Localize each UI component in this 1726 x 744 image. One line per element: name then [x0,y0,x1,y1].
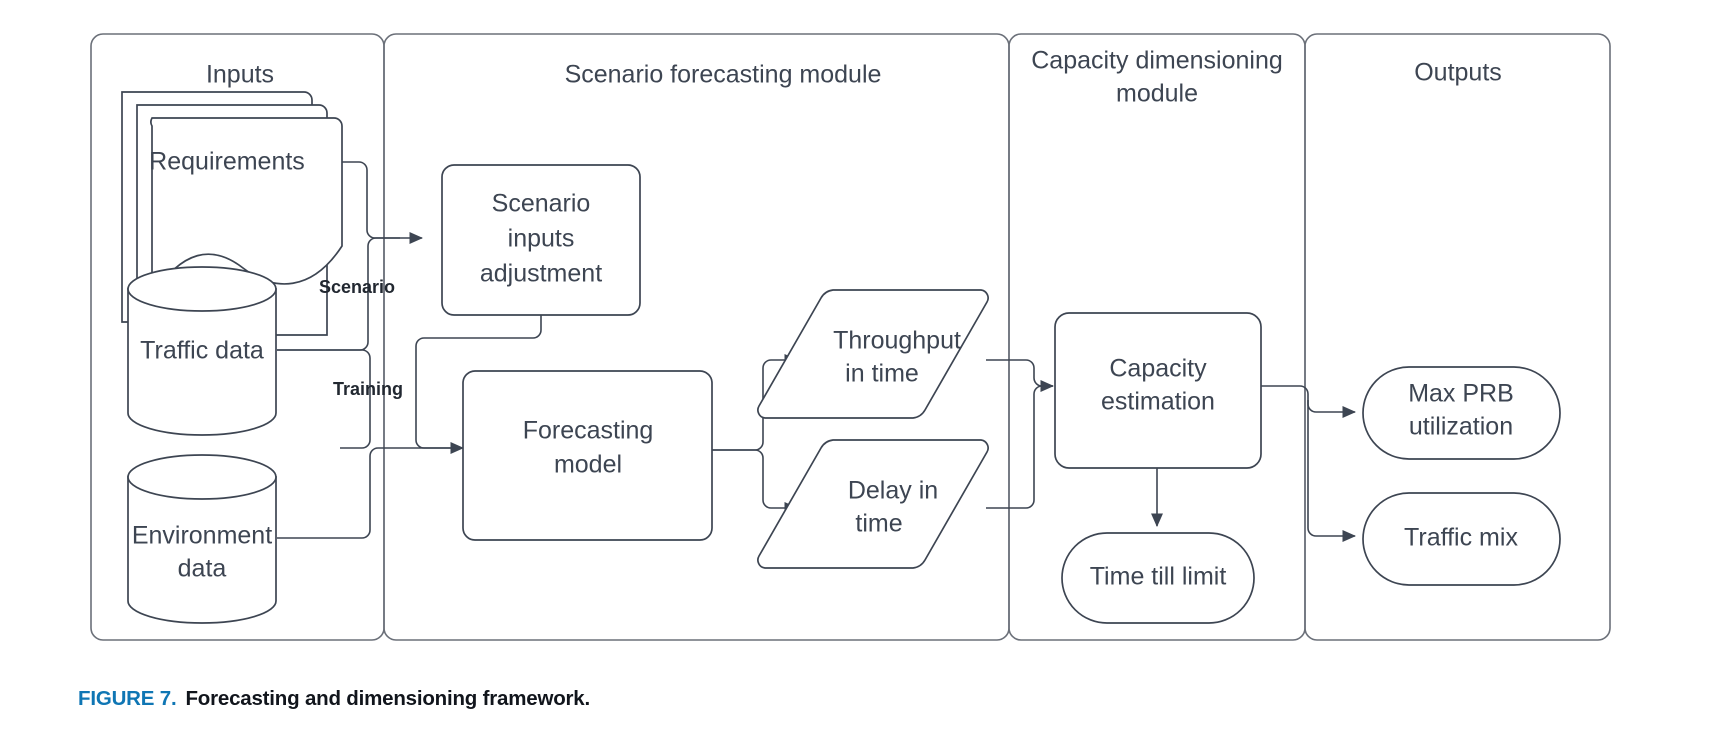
panel-scenario-forecasting: Scenario forecasting module [383,33,1010,641]
node-forecasting-model-label-line1: Forecasting [523,417,654,445]
node-delay-in-time-label-line2: time [855,510,902,538]
node-scenario-inputs-adjustment-label-line2: inputs [508,225,575,253]
node-delay-in-time-label-line1: Delay in [848,477,938,505]
node-traffic-mix-label: Traffic mix [1404,524,1518,552]
node-scenario-inputs-adjustment-label-line3: adjustment [480,260,602,288]
framework-diagram: Inputs Scenario forecasting module Capac… [90,33,1611,641]
node-requirements-label: Requirements [149,148,305,176]
edge-traffic-to-training [277,349,371,449]
panel-capacity-dimensioning: Capacity dimensioning module [1008,33,1306,641]
edge-forecasting-to-delay [712,449,799,514]
node-scenario-inputs-adjustment-label-line1: Scenario [492,190,591,218]
node-forecasting-model-label-line2: model [554,451,622,479]
edge-scenario-adjustment-to-forecasting [415,314,542,449]
node-throughput-in-time[interactable]: Throughput in time [757,289,989,419]
node-environment-data-label-line1: Environment [132,522,272,550]
edge-requirements-to-scenario [316,161,424,244]
node-time-till-limit-label: Time till limit [1090,563,1227,591]
node-capacity-estimation-label-line1: Capacity [1109,355,1207,383]
node-time-till-limit[interactable]: Time till limit [1061,532,1255,624]
node-environment-data[interactable]: Environment data [127,454,277,624]
edge-label-training: Training [333,379,403,399]
node-traffic-mix[interactable]: Traffic mix [1362,492,1561,586]
node-capacity-estimation-label-line2: estimation [1101,388,1215,416]
node-traffic-data[interactable]: Traffic data [127,266,277,436]
panel-capacity-dimensioning-title-line2: module [1116,80,1198,108]
node-delay-in-time[interactable]: Delay in time [757,439,989,569]
panel-inputs-title: Inputs [206,61,274,89]
figure-caption: FIGURE 7. Forecasting and dimensioning fr… [78,687,590,711]
panel-outputs: Outputs [1304,33,1611,641]
node-traffic-data-label: Traffic data [140,337,264,365]
edge-capacity-to-max-prb [1261,385,1357,418]
edge-label-scenario: Scenario [319,277,395,297]
node-capacity-estimation[interactable]: Capacity estimation [1054,312,1262,469]
panel-capacity-dimensioning-title-line1: Capacity dimensioning [1031,47,1283,75]
node-max-prb-utilization-label-line1: Max PRB [1408,380,1514,408]
node-max-prb-utilization[interactable]: Max PRB utilization [1362,366,1561,460]
panel-outputs-title: Outputs [1414,59,1502,87]
node-throughput-in-time-label-line2: in time [845,360,919,388]
node-environment-data-label-line2: data [178,555,227,583]
panel-inputs: Inputs [90,33,385,641]
edge-environment-to-forecasting [277,442,465,539]
figure-caption-text: Forecasting and dimensioning framework. [185,687,591,710]
node-max-prb-utilization-label-line2: utilization [1409,413,1513,441]
edge-throughput-to-capacity [986,359,1055,392]
node-throughput-in-time-label-line1: Throughput [833,327,961,355]
edge-delay-to-capacity [986,385,1053,509]
figure-number: FIGURE 7. [78,687,177,710]
edge-capacity-to-traffic-mix [1307,400,1357,542]
node-forecasting-model[interactable]: Forecasting model [462,370,713,541]
node-scenario-inputs-adjustment[interactable]: Scenario inputs adjustment [441,164,641,316]
panel-scenario-forecasting-title: Scenario forecasting module [565,61,882,89]
